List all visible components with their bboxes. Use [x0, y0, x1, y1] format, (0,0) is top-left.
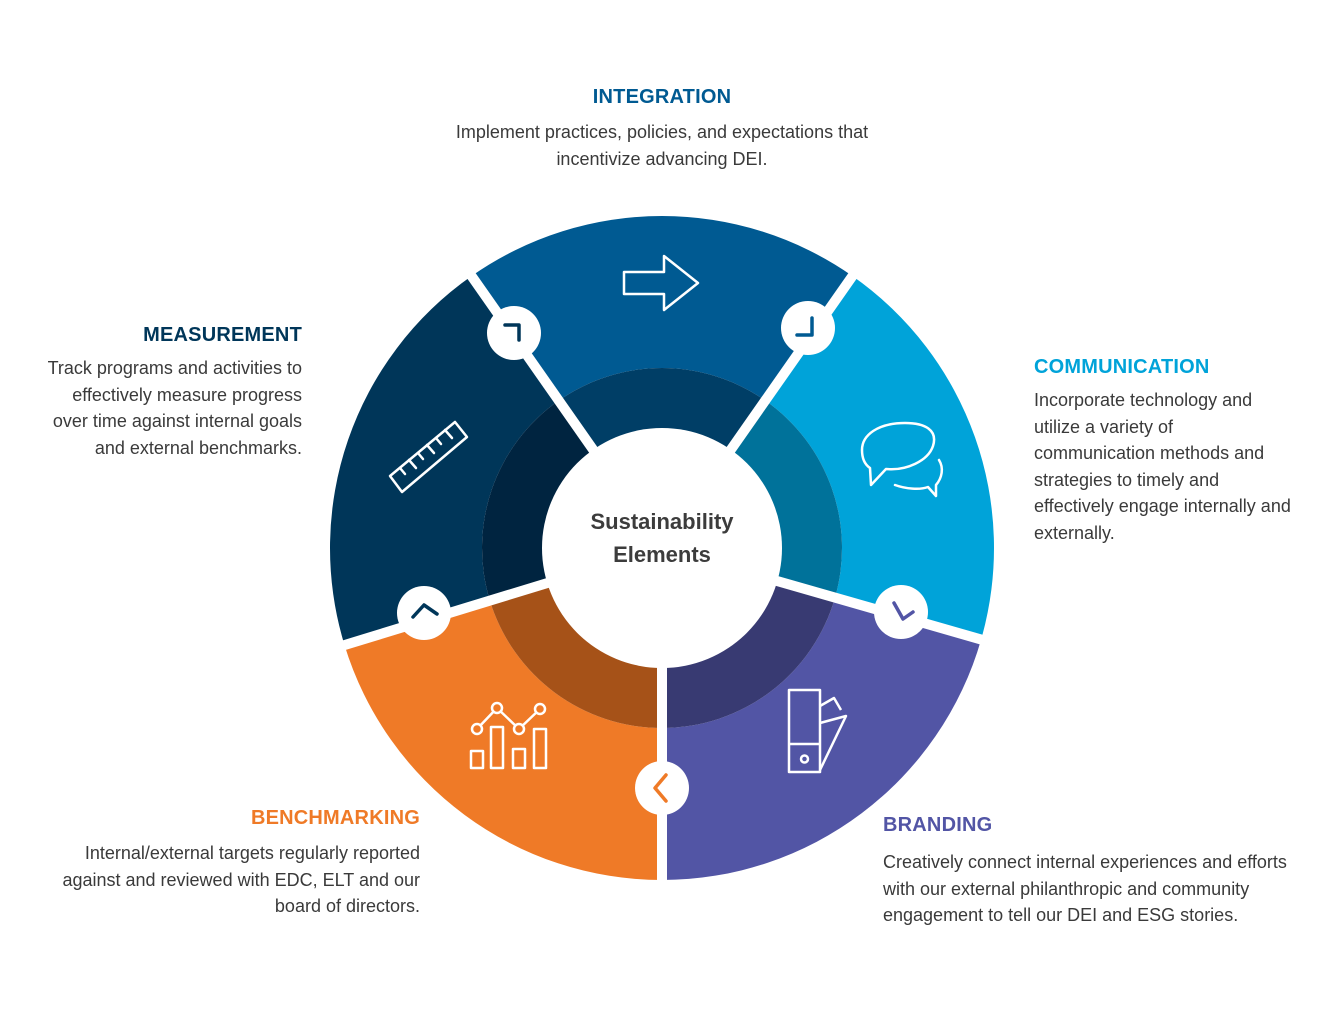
- branding-label: BRANDING Creatively connect internal exp…: [883, 814, 1303, 929]
- center-title-line1: Sustainability: [590, 509, 734, 534]
- branding-description: Creatively connect internal experiences …: [883, 852, 1287, 925]
- benchmarking-description: Internal/external targets regularly repo…: [62, 843, 420, 916]
- inner-ring-measurement: [482, 400, 599, 601]
- connector-node-branding-benchmarking: [635, 761, 689, 815]
- branding-title: BRANDING: [883, 814, 993, 836]
- integration-description: Implement practices, policies, and expec…: [455, 122, 869, 169]
- connector-node-benchmarking-measurement: [397, 586, 451, 640]
- arrow-right-icon: [622, 254, 700, 312]
- communication-description: Incorporate technology and utilize a var…: [1034, 390, 1291, 543]
- inner-ring-branding: [662, 578, 836, 728]
- chevron-icon: [503, 323, 521, 342]
- benchmarking-title: BENCHMARKING: [250, 807, 420, 829]
- measurement-title: MEASUREMENT: [143, 324, 302, 346]
- integration-title: INTEGRATION: [592, 86, 732, 108]
- segment-branding: [662, 597, 982, 880]
- segment-gap: [715, 264, 863, 469]
- measurement-description: Track programs and activities to effecti…: [47, 358, 302, 458]
- chevron-icon: [411, 603, 439, 619]
- connector-node-integration-communication: [781, 301, 835, 355]
- inner-ring-benchmarking: [489, 580, 662, 728]
- ruler-icon: [388, 420, 469, 494]
- swatch-fan-icon: [787, 688, 848, 774]
- chat-bubbles-icon: [860, 421, 944, 498]
- benchmarking-label: BENCHMARKING Internal/external targets r…: [60, 807, 420, 920]
- chevron-icon: [892, 601, 915, 621]
- connector-node-measurement-integration: [487, 306, 541, 360]
- measurement-label: MEASUREMENT Track programs and activitie…: [40, 324, 302, 461]
- chevron-icon: [795, 316, 814, 337]
- segment-gap: [461, 264, 609, 469]
- wheel-inner-ring: [482, 368, 842, 728]
- bar-line-chart-icon: [469, 701, 548, 770]
- inner-ring-communication: [725, 400, 842, 598]
- center-title-line2: Elements: [613, 542, 711, 567]
- center-circle: [542, 428, 782, 668]
- wheel-outer-segments: [330, 216, 994, 880]
- segment-measurement: [330, 276, 559, 646]
- chevron-icon: [653, 773, 668, 803]
- integration-label: INTEGRATION Implement practices, policie…: [440, 86, 884, 172]
- connector-node-communication-branding: [874, 585, 928, 639]
- segment-communication: [765, 276, 994, 640]
- inner-ring-integration: [558, 368, 766, 458]
- communication-label: COMMUNICATION Incorporate technology and…: [1034, 356, 1296, 546]
- segment-integration: [471, 216, 853, 401]
- communication-title: COMMUNICATION: [1034, 356, 1210, 378]
